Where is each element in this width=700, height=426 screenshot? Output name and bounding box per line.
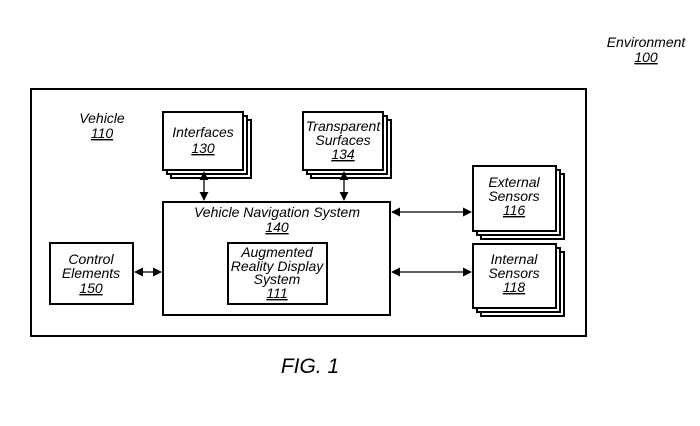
vehicle-navigation-system-label: Vehicle Navigation System: [194, 204, 360, 220]
internal-sensors-number: 118: [503, 279, 526, 295]
figure-caption: FIG. 1: [281, 355, 339, 378]
external-sensors-label-line1: External: [488, 174, 540, 190]
transparent-surfaces-label-line1: Transparent: [306, 118, 382, 134]
transparent-surfaces-box: Transparent Surfaces 134: [302, 111, 392, 179]
control-elements-label-line2: Elements: [62, 265, 120, 281]
ar-display-label-line3: System: [254, 271, 301, 287]
vehicle-number: 110: [91, 125, 114, 141]
external-sensors-label-line2: Sensors: [488, 188, 539, 204]
environment-label: Environment: [607, 34, 687, 50]
internal-sensors-label-line1: Internal: [491, 251, 539, 267]
environment-number: 100: [634, 49, 658, 65]
interfaces-label: Interfaces: [172, 124, 233, 140]
vehicle-navigation-system-number: 140: [265, 219, 289, 235]
internal-sensors-label-line2: Sensors: [488, 265, 539, 281]
augmented-reality-display-system-box: Augmented Reality Display System 111: [227, 242, 328, 305]
ar-display-label-line1: Augmented: [240, 244, 314, 260]
transparent-surfaces-label-line2: Surfaces: [315, 132, 370, 148]
control-elements-box: Control Elements 150: [49, 242, 134, 305]
external-sensors-number: 116: [503, 202, 526, 218]
transparent-surfaces-number: 134: [331, 146, 355, 162]
interfaces-number: 130: [191, 140, 215, 156]
interfaces-box: Interfaces 130: [162, 111, 252, 179]
internal-sensors-box: Internal Sensors 118: [472, 243, 565, 317]
control-elements-label-line1: Control: [68, 251, 114, 267]
ar-display-number: 111: [266, 285, 287, 301]
external-sensors-box: External Sensors 116: [472, 165, 565, 240]
vehicle-label: Vehicle: [79, 110, 125, 126]
ar-display-label-line2: Reality Display: [231, 258, 325, 274]
control-elements-number: 150: [79, 280, 103, 296]
